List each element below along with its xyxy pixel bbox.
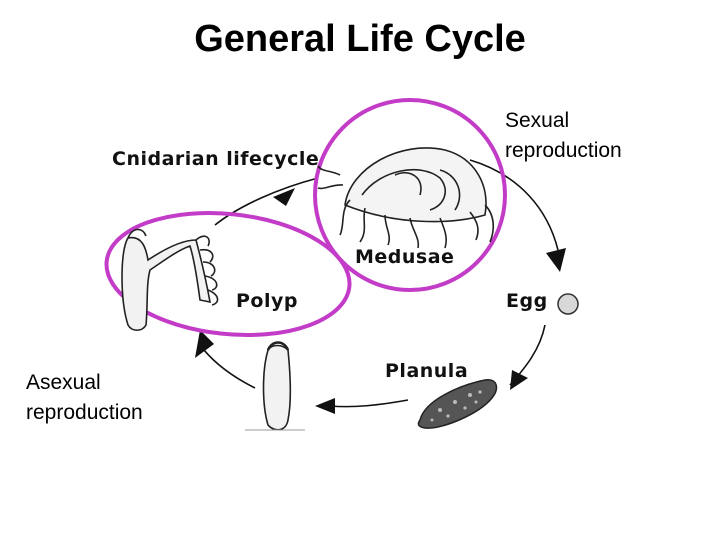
egg-drawing	[557, 293, 579, 315]
medusae-label: Medusae	[355, 246, 455, 268]
arc-planula-to-polyp	[329, 399, 409, 408]
sexual-reproduction-label: Sexual reproduction	[505, 109, 622, 162]
medusa-drawing	[317, 147, 495, 249]
slide-title: General Life Cycle	[194, 18, 526, 60]
arrowhead-5	[195, 330, 214, 358]
arrowhead-1	[273, 188, 295, 206]
asexual-reproduction-label: Asexual reproduction	[26, 371, 143, 424]
arc-polyp-to-medusa	[214, 177, 319, 226]
planula-drawing	[417, 379, 498, 429]
polyp-drawing	[121, 228, 219, 332]
asexual-highlight-ellipse	[104, 210, 352, 338]
arrowhead-3	[510, 370, 528, 390]
cycle-arrows	[195, 188, 566, 414]
sexual-highlight-circle	[313, 98, 507, 292]
cnidarian-lifecycle-label: Cnidarian lifecycle	[112, 148, 320, 170]
arrowhead-4	[315, 398, 335, 414]
young-polyp-drawing	[245, 341, 305, 431]
egg-label: Egg	[506, 290, 548, 312]
arc-polyp-to-bud	[199, 344, 256, 389]
arrowhead-2	[546, 248, 566, 272]
arc-medusa-to-egg	[469, 159, 559, 251]
polyp-label: Polyp	[236, 290, 298, 312]
planula-label: Planula	[385, 360, 469, 382]
